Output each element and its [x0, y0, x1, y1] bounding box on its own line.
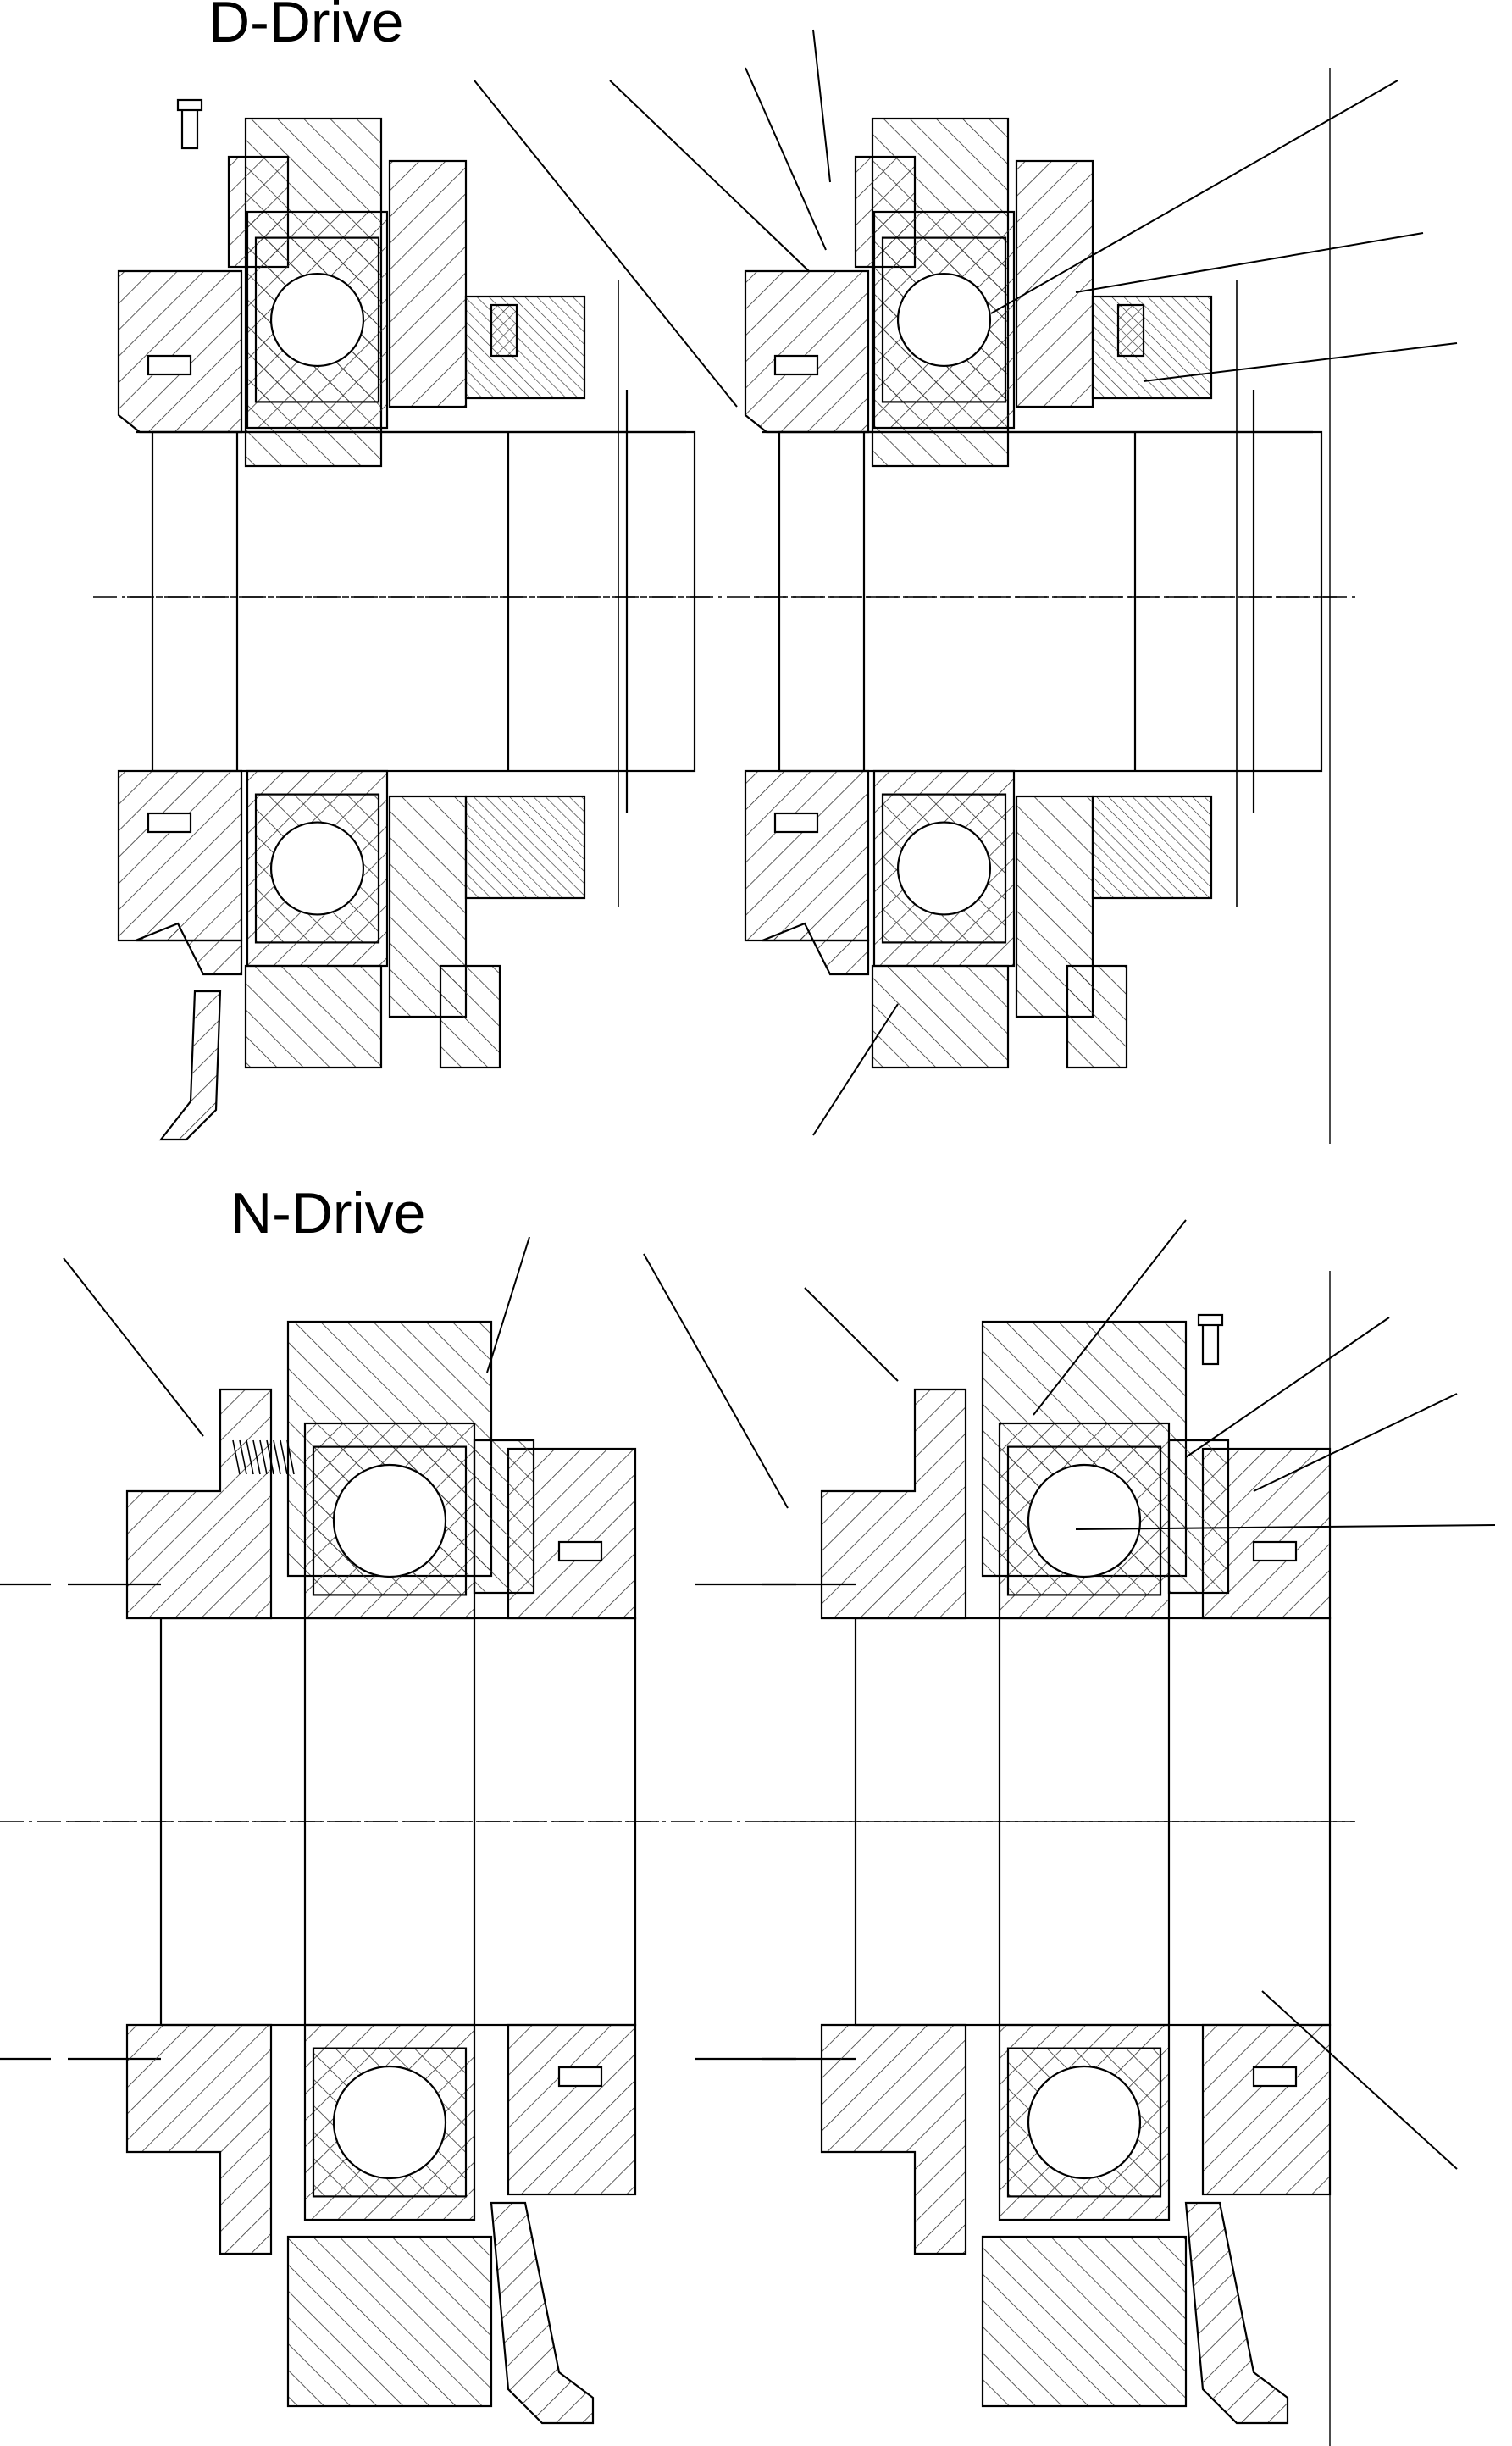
end-shield: [820, 1388, 967, 1620]
labyrinth-seal: [1091, 795, 1213, 900]
bolt: [773, 354, 819, 376]
housing-cover: [286, 2235, 493, 2408]
leader-line: [609, 80, 810, 272]
seal-ring: [1201, 2023, 1332, 2196]
housing-cover: [981, 2235, 1188, 2408]
grease-nipple: [176, 98, 203, 112]
bearing-ball: [269, 272, 365, 368]
bearing-ball: [896, 821, 992, 916]
bearing-cap: [762, 922, 870, 976]
spring-coil: [266, 1439, 274, 1475]
spring-coil: [280, 1439, 288, 1475]
shaft: [778, 430, 1323, 773]
n-drive-title: N-Drive: [230, 1181, 426, 1245]
end-shield: [744, 269, 870, 434]
leader-line: [474, 80, 738, 408]
bolt: [1252, 2066, 1298, 2088]
d-drive-section: [93, 29, 1458, 1144]
spring-coil: [239, 1439, 247, 1475]
leader-line: [1185, 1317, 1390, 1458]
seal-ring: [388, 159, 468, 408]
bearing-ball: [332, 2065, 447, 2180]
n-drive-section: [0, 1219, 1496, 2446]
bolt: [1252, 1540, 1298, 1562]
grease-drain: [490, 2201, 595, 2425]
leader-line: [1143, 342, 1458, 382]
bearing-cap: [473, 1439, 535, 1595]
bearing-ball: [269, 821, 365, 916]
leader-line: [1253, 1393, 1458, 1492]
seal-ring: [507, 2023, 637, 2196]
leader-line: [1075, 1524, 1496, 1530]
leader-line: [1261, 1990, 1458, 2170]
leader-line: [63, 1257, 204, 1437]
end-shield: [117, 769, 243, 942]
spring-coil: [259, 1439, 268, 1475]
bearing-cap: [1167, 1439, 1230, 1595]
grease-nipple: [180, 104, 199, 150]
labyrinth-seal: [1116, 303, 1145, 358]
leader-line: [745, 67, 827, 251]
d-drive-title: D-Drive: [208, 0, 404, 54]
end-shield: [117, 269, 243, 434]
housing-cover: [439, 964, 501, 1069]
grease-nipple: [1201, 1320, 1220, 1366]
housing-cover: [244, 964, 383, 1069]
end-shield: [125, 1388, 273, 1620]
leader-line: [812, 1003, 899, 1136]
housing-cover: [1066, 964, 1128, 1069]
bearing-ball: [1027, 1463, 1142, 1578]
leader-line: [1033, 1219, 1187, 1416]
leader-line: [804, 1287, 899, 1382]
bolt: [557, 2066, 603, 2088]
bearing-ball: [896, 272, 992, 368]
labyrinth-seal: [1091, 295, 1213, 400]
bearing-ball: [332, 1463, 447, 1578]
leader-line: [643, 1253, 789, 1509]
spring-coil: [252, 1439, 261, 1475]
bolt: [147, 354, 192, 376]
leader-line: [486, 1236, 530, 1373]
grease-nipple: [1197, 1313, 1224, 1327]
spring-coil: [273, 1439, 281, 1475]
spring-coil: [232, 1439, 241, 1475]
leader-line: [1075, 232, 1424, 293]
bolt: [773, 812, 819, 834]
labyrinth-seal: [464, 795, 586, 900]
bolt: [557, 1540, 603, 1562]
shaft: [151, 430, 696, 773]
grease-drain: [158, 990, 222, 1141]
housing-cover: [871, 964, 1010, 1069]
grease-drain: [1184, 2201, 1289, 2425]
bolt: [147, 812, 192, 834]
labyrinth-seal: [490, 303, 518, 358]
end-shield: [744, 769, 870, 942]
spring-coil: [286, 1439, 295, 1475]
labyrinth-seal: [464, 295, 586, 400]
end-shield: [820, 2023, 967, 2255]
bearing-ball: [1027, 2065, 1142, 2180]
seal-ring: [1015, 159, 1094, 408]
end-shield: [125, 2023, 273, 2255]
spring-coil: [246, 1439, 254, 1475]
leader-line: [812, 29, 831, 183]
bearing-cap: [135, 922, 243, 976]
